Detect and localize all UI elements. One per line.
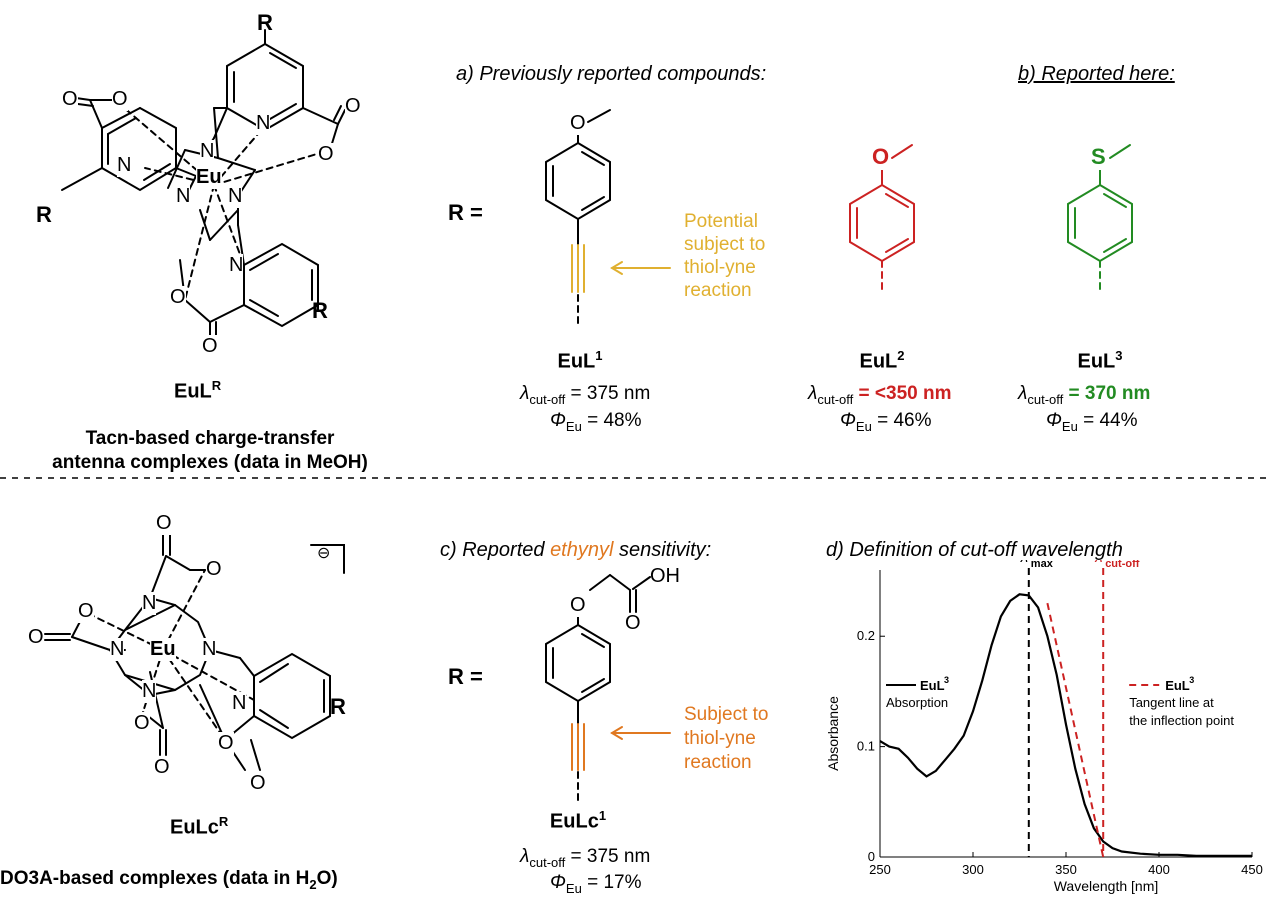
- eulcr-r: R: [330, 694, 346, 719]
- eulr-n4: N: [228, 185, 243, 208]
- charge-symbol: ⊖: [317, 545, 331, 562]
- eul1-alkyne: [571, 244, 671, 293]
- panel-a-title: a) Previously reported compounds:: [456, 63, 767, 85]
- eulcr-o2: O: [206, 558, 222, 581]
- eulr-n-top: N: [256, 112, 271, 135]
- eulr-n2: N: [117, 154, 132, 177]
- eulr-caption-2: antenna complexes (data in MeOH): [52, 452, 368, 473]
- lambda-max-label: λ: [1020, 560, 1028, 566]
- lambda-cutoff-label: λ: [1094, 560, 1102, 566]
- panel-b-title: b) Reported here:: [1018, 63, 1175, 85]
- legend-absorption-name: EuL: [920, 678, 945, 693]
- eulr-o6: O: [202, 335, 218, 358]
- eul3-phi: ΦEu = 44%: [1046, 410, 1138, 434]
- eulcr-eu: Eu: [150, 638, 176, 661]
- panel-c-title: c) Reported ethynyl sensitivity:: [440, 539, 712, 561]
- eulcr-n2: N: [110, 638, 125, 661]
- eulc1-phi: ΦEu = 17%: [550, 872, 642, 896]
- eulr-o1: O: [345, 95, 361, 118]
- eulr-o2: O: [318, 143, 334, 166]
- eulc1-o2: O: [625, 612, 641, 634]
- legend-absorption-sup: 3: [944, 675, 949, 685]
- eulr-o3: O: [62, 88, 78, 111]
- eulcr-o4: O: [28, 626, 44, 649]
- eul3-cutoff: λcut-off = 370 nm: [1018, 383, 1151, 407]
- eulc1-cutoff: λcut-off = 375 nm: [520, 846, 651, 870]
- eulcr-n3: N: [202, 638, 217, 661]
- eulcr-n4: N: [232, 692, 247, 715]
- r-equals-top: R =: [448, 200, 483, 225]
- eulcr-o6: O: [218, 732, 234, 755]
- x-tick-label: 450: [1241, 862, 1263, 877]
- eul1-name: EuL1: [557, 348, 603, 373]
- eulr-coordination-bonds: [114, 99, 331, 301]
- eulcr-o8: O: [250, 772, 266, 795]
- eulr-n3: N: [176, 185, 191, 208]
- eulcr-o5: O: [134, 712, 150, 735]
- panel-d-title: d) Definition of cut-off wavelength: [826, 539, 1123, 561]
- eulc1-alkyne: [571, 723, 671, 771]
- eul3-s: S: [1091, 144, 1106, 170]
- eulc1-name: EuLc1: [549, 808, 607, 833]
- eulr-name: EuLR: [174, 378, 222, 403]
- eulcr-o1: O: [156, 512, 172, 535]
- eul2-name: EuL2: [859, 348, 905, 373]
- y-tick-label: 0.2: [857, 628, 875, 643]
- eulr-o4: O: [112, 88, 128, 111]
- eul1-phi: ΦEu = 48%: [550, 410, 642, 434]
- eulcr-o7: O: [154, 756, 170, 779]
- x-tick-label: 300: [962, 862, 984, 877]
- eulr-eu: Eu: [196, 166, 222, 189]
- x-tick-label: 250: [869, 862, 891, 877]
- eul2-phi: ΦEu = 46%: [840, 410, 932, 434]
- lambda-cutoff-sub: cut-off: [1105, 560, 1140, 570]
- x-axis-label: Wavelength [nm]: [1054, 878, 1159, 894]
- eulr-structure: [61, 29, 346, 343]
- eulc1-structure: [545, 574, 651, 725]
- eul2-o: O: [872, 144, 890, 170]
- eul2-structure: [849, 144, 915, 291]
- eulr-caption-1: Tacn-based charge-transfer: [85, 428, 335, 449]
- eulcr-name: EuLcR: [170, 814, 229, 839]
- eulr-r-left: R: [36, 202, 52, 227]
- legend-tangent-name: EuL: [1165, 678, 1190, 693]
- eul3-structure: [1067, 144, 1133, 291]
- eulc1-oh: OH: [650, 565, 680, 587]
- eul2-cutoff: λcut-off = <350 nm: [808, 383, 952, 407]
- eulcr-o3: O: [78, 600, 94, 623]
- eulcr-caption: DO3A-based complexes (data in H2O): [0, 868, 338, 892]
- y-axis-label: Absorbance: [825, 696, 841, 771]
- lambda-max-sub: max: [1031, 560, 1054, 570]
- y-tick-label: 0: [868, 849, 875, 864]
- eulr-n1: N: [200, 140, 215, 163]
- absorption-line: [879, 593, 1252, 857]
- y-tick-label: 0.1: [857, 739, 875, 754]
- legend-tangent-desc1: Tangent line at: [1129, 695, 1214, 710]
- eulc1-o1: O: [570, 594, 586, 617]
- eulcr-n5: N: [142, 680, 157, 703]
- r-equals-bottom: R =: [448, 664, 483, 689]
- eulr-o5: O: [170, 286, 186, 309]
- eul3-name: EuL3: [1077, 348, 1123, 373]
- eulr-n5: N: [229, 254, 244, 277]
- legend-absorption-desc: Absorption: [886, 695, 948, 710]
- eulr-r-top: R: [257, 10, 273, 35]
- tangent-line: [1046, 602, 1105, 858]
- legend-tangent-sup: 3: [1189, 675, 1194, 685]
- legend-tangent-desc2: the inflection point: [1129, 713, 1234, 728]
- x-tick-label: 350: [1055, 862, 1077, 877]
- eulr-r-bottom: R: [312, 298, 328, 323]
- eul1-cutoff: λcut-off = 375 nm: [520, 383, 651, 407]
- eul1-o: O: [570, 112, 586, 135]
- eulcr-structure: [44, 529, 345, 771]
- x-tick-label: 400: [1148, 862, 1170, 877]
- eul1-structure: [545, 109, 611, 246]
- eulcr-n1: N: [142, 592, 157, 615]
